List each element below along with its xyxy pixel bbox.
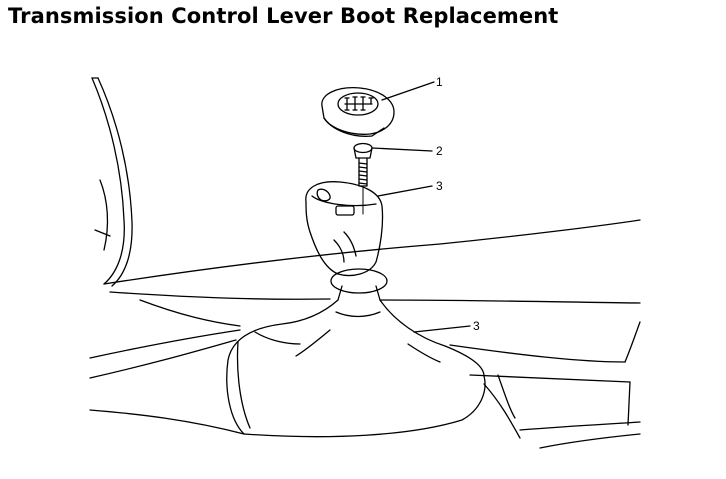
callout-2: 2: [436, 144, 443, 158]
callout-3-boot: 3: [473, 319, 480, 333]
lever-boot: [89, 299, 521, 439]
shift-lever-shaft: [330, 268, 388, 318]
leader-line-3-boot: [413, 325, 471, 333]
shift-knob: [305, 181, 384, 277]
shift-knob-cap: [321, 87, 395, 137]
right-console: [449, 321, 641, 449]
page-title: Transmission Control Lever Boot Replacem…: [8, 4, 559, 28]
dashboard-edge: [89, 219, 641, 379]
leader-line-2: [371, 147, 433, 152]
callout-1: 1: [436, 75, 443, 89]
bolt: [353, 142, 373, 215]
leader-line-3-knob: [377, 185, 433, 197]
leader-line-1: [381, 81, 435, 101]
callout-3-knob: 3: [436, 179, 443, 193]
door-frame: [91, 77, 133, 287]
